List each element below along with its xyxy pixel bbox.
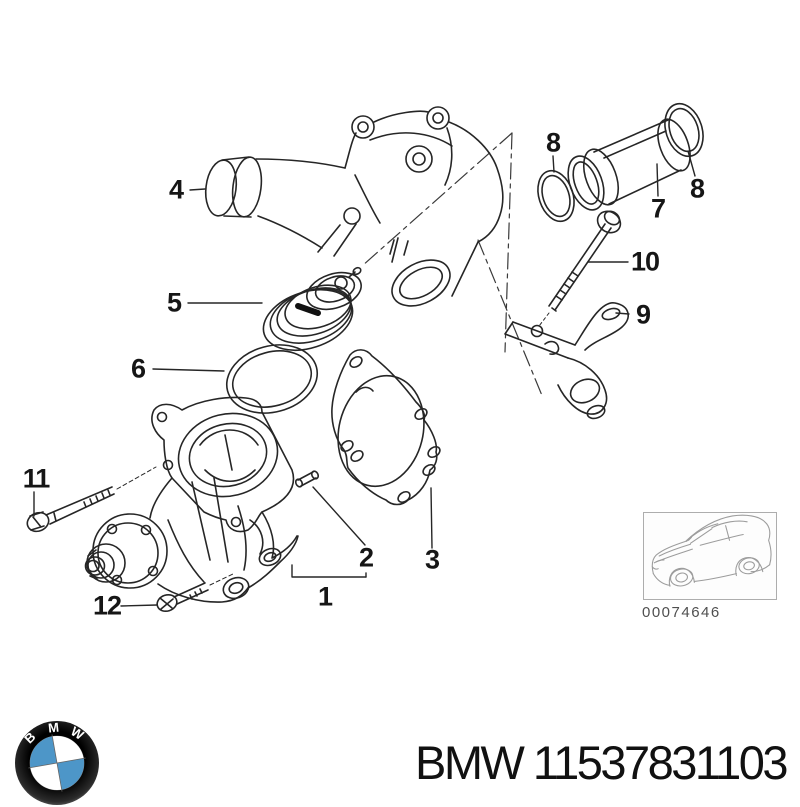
part-label-9: 9 [635, 299, 651, 330]
part-12-bolt [156, 572, 236, 613]
thumbnail-code: 00074646 [642, 604, 721, 621]
part-label-1: 1 [317, 581, 333, 612]
leader-lines [33, 150, 696, 607]
vehicle-thumbnail [643, 512, 777, 600]
part-label-11: 11 [22, 463, 51, 494]
part-8-o-ring-right [664, 102, 704, 158]
part-label-2: 2 [358, 542, 374, 573]
part-label-7: 7 [650, 193, 666, 224]
part-label-5: 5 [166, 287, 182, 318]
part-6-o-ring [225, 344, 319, 414]
part-9-bracket [504, 302, 629, 420]
part-8-o-ring-left [537, 169, 575, 223]
part-label-12: 12 [92, 590, 122, 621]
logo-quadrants [28, 734, 86, 792]
part-5-thermostat [262, 266, 362, 351]
part-label-4: 4 [168, 174, 184, 205]
part-1-water-pump [84, 396, 299, 603]
bmw-logo: B M W [15, 719, 99, 805]
part-number-title: BMW 11537831103 [415, 736, 788, 789]
part-label-8b: 8 [689, 173, 705, 204]
part-7-connecting-pipe [567, 118, 691, 211]
center-lines [361, 132, 544, 399]
part-4-thermostat-housing [204, 106, 504, 307]
part-10-bolt [538, 210, 622, 327]
part-label-3: 3 [424, 544, 440, 575]
part-2-pin [294, 470, 320, 488]
part-3-gasket [331, 349, 441, 506]
vehicle-line-drawing [651, 514, 772, 587]
part-label-6: 6 [130, 353, 146, 384]
logo-letter-m: M [47, 719, 59, 735]
part-label-10: 10 [630, 246, 660, 277]
part-label-8a: 8 [545, 127, 561, 158]
